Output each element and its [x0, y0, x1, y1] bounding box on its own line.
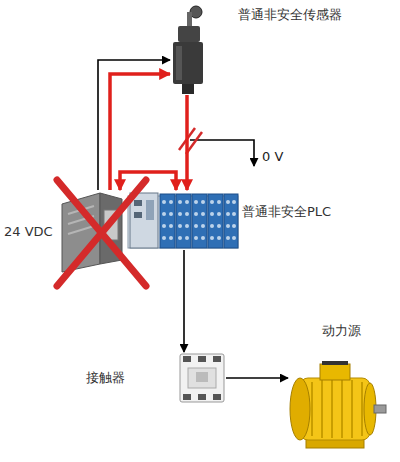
- cross-stroke: [57, 180, 146, 286]
- plc-port: [134, 212, 142, 218]
- component-node: 动力源: [288, 360, 386, 452]
- contactor-body: [180, 354, 224, 402]
- plc-terminals: [162, 200, 236, 240]
- motor-end-cap: [290, 378, 310, 440]
- sensor-body: [173, 42, 203, 84]
- wire-connector: [226, 377, 288, 379]
- plc-module: [208, 194, 223, 248]
- plc-illustration: [128, 193, 238, 248]
- voltage-label: 0 V: [262, 149, 283, 165]
- plc-module: [224, 194, 238, 248]
- wire-connector: [183, 250, 185, 352]
- contactor-terminal: [183, 356, 191, 362]
- contactor-terminal: [213, 356, 221, 362]
- cross-stroke: [57, 180, 146, 286]
- motor-terminal-box: [320, 364, 350, 380]
- component-label: 普通非安全PLC: [242, 204, 331, 220]
- plc-cpu: [130, 193, 158, 248]
- component-node: 24 VDC: [58, 190, 122, 270]
- plc-port: [146, 200, 154, 220]
- power-supply-illustration: [62, 193, 122, 272]
- component-node: 普通非安全传感器: [170, 5, 204, 95]
- component-label: 24 VDC: [4, 224, 53, 240]
- cross-mark: [57, 180, 146, 286]
- wire-connector: [120, 172, 176, 190]
- power-supply-vent: [68, 226, 94, 234]
- contactor-illustration: [180, 354, 224, 402]
- component-label: 动力源: [322, 323, 361, 339]
- sensor-head: [178, 26, 200, 42]
- motor-terminal-lid: [322, 361, 348, 365]
- contactor-terminal: [198, 394, 206, 400]
- motor-illustration: [290, 361, 386, 448]
- zero-volt-wire: [190, 140, 254, 166]
- sensor-gland: [182, 84, 194, 94]
- sensor-illustration: [173, 6, 203, 94]
- component-node: 普通非安全PLC: [128, 190, 240, 250]
- sensor-highlight: [176, 46, 182, 80]
- plc-port: [134, 200, 142, 206]
- contactor-terminal: [198, 356, 206, 362]
- wire-connector: [185, 95, 189, 190]
- component-label: 接触器: [86, 370, 125, 386]
- plc-module: [192, 194, 207, 248]
- contactor-face: [188, 368, 216, 388]
- motor-fins: [312, 380, 362, 438]
- contactor-terminal: [213, 394, 221, 400]
- plc-module: [160, 194, 175, 248]
- component-node: 接触器: [178, 352, 226, 404]
- motor-shaft: [374, 405, 386, 413]
- component-label: 普通非安全传感器: [238, 7, 342, 23]
- contactor-actuator: [196, 372, 208, 382]
- plc-module: [176, 194, 191, 248]
- contactor-terminal: [183, 394, 191, 400]
